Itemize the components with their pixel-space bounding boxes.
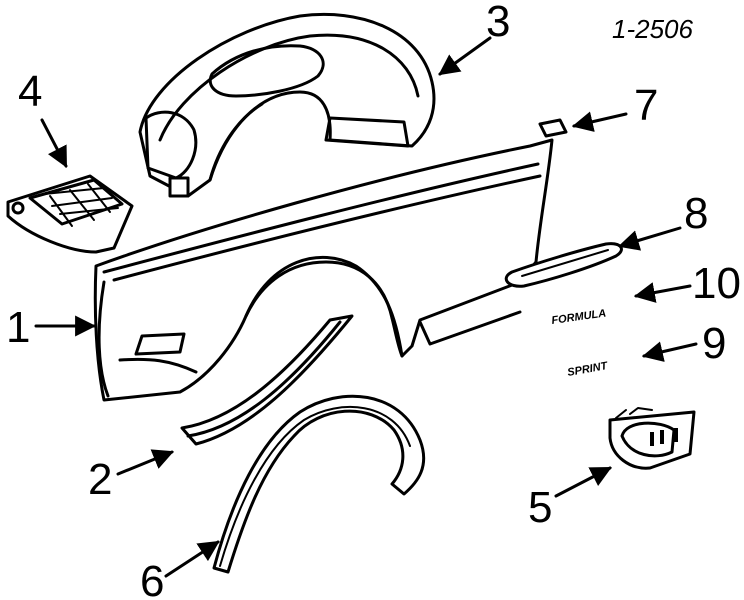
part-2-wheel-molding — [180, 314, 354, 446]
part-8-side-marker-lamp — [504, 242, 623, 288]
callout-1: 1 — [6, 303, 30, 352]
callout-5: 5 — [528, 483, 552, 532]
emblem-formula: FORMULA — [551, 307, 607, 327]
part-3-inner-fender-liner — [138, 12, 436, 198]
callout-3: 3 — [486, 0, 510, 46]
reference-code: 1-2506 — [612, 14, 693, 44]
part-4-splash-shield — [6, 174, 134, 254]
callout-4: 4 — [18, 67, 42, 116]
callout-10: 10 — [692, 259, 741, 308]
callout-7: 7 — [634, 81, 658, 130]
part-7-clip — [538, 118, 568, 138]
leader-arrows — [34, 36, 698, 578]
callout-8: 8 — [684, 189, 708, 238]
emblem-sprint: SPRINT — [566, 360, 609, 379]
callout-9: 9 — [702, 319, 726, 368]
callout-2: 2 — [88, 455, 112, 504]
part-5-emblem-housing — [608, 407, 696, 470]
part-6-wheel-flare — [212, 394, 426, 574]
callout-6: 6 — [140, 557, 164, 600]
part-1-front-fender — [93, 138, 554, 402]
